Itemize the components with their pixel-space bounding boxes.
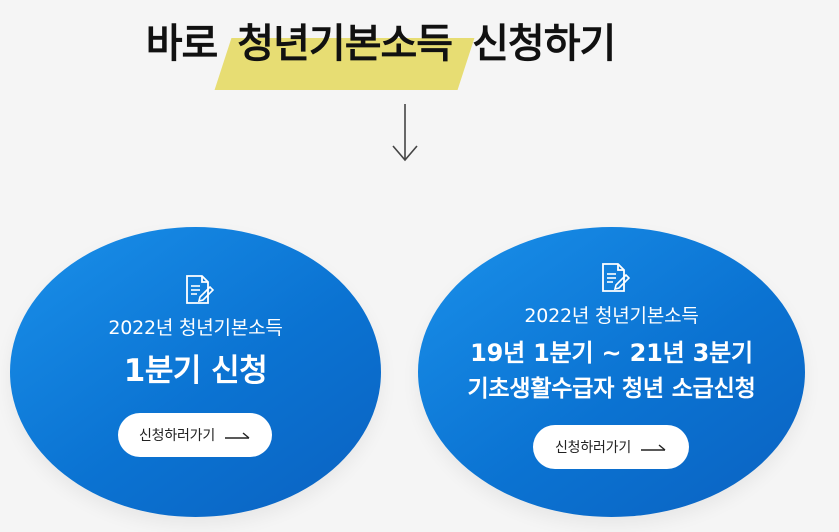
document-edit-icon: [186, 275, 215, 304]
card-year-line: 2022년 청년기본소득: [108, 317, 283, 339]
header-title-wrap: 바로 청년기본소득 신청하기: [0, 8, 839, 80]
card-period-title: 19년 1분기 ~ 21년 3분기: [470, 339, 753, 367]
first-quarter-card: 2022년 청년기본소득 1분기 신청 신청하러가기: [10, 227, 381, 517]
title-prefix: 바로: [145, 21, 219, 67]
card-retroactive-title: 기초생활수급자 청년 소급신청: [467, 376, 756, 402]
arrow-right-icon: [641, 444, 666, 451]
arrow-right-icon: [225, 432, 250, 439]
retroactive-card: 2022년 청년기본소득 19년 1분기 ~ 21년 3분기 기초생활수급자 청…: [418, 227, 805, 517]
card-year-line: 2022년 청년기본소득: [524, 305, 699, 327]
apply-button-label: 신청하러가기: [554, 440, 632, 456]
title-suffix: 신청하기: [472, 21, 616, 67]
card-main-title: 1분기 신청: [123, 353, 268, 389]
title-highlight: 청년기본소득: [231, 8, 458, 80]
arrow-down-icon: [392, 104, 418, 162]
page-title: 바로 청년기본소득 신청하기: [145, 8, 617, 80]
apply-button-label: 신청하러가기: [138, 428, 216, 444]
first-quarter-apply-button[interactable]: 신청하러가기: [118, 413, 272, 457]
document-edit-icon: [602, 263, 631, 292]
retroactive-apply-button[interactable]: 신청하러가기: [533, 425, 689, 469]
